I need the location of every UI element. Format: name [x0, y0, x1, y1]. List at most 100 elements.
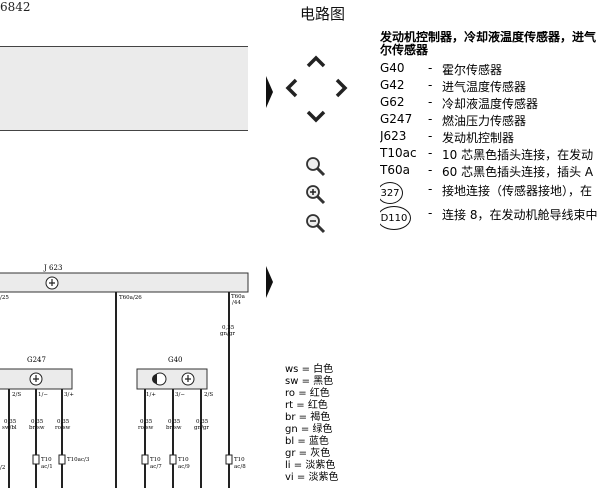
equals-sign: = — [298, 412, 308, 423]
chevron-right-icon — [335, 78, 348, 98]
legend-desc: 60 芯黑色插头连接，插头 A — [442, 165, 594, 179]
wire-gauge: 0,35 — [222, 325, 235, 331]
wire-gauge: 0,35 — [31, 419, 44, 425]
color-code-row: sw = 黑色 — [285, 376, 338, 388]
chevron-left-icon — [285, 78, 298, 98]
connector-label: T10 — [178, 457, 189, 463]
chevron-down-icon — [306, 110, 326, 123]
legend-title: 发动机控制器，冷却液温度传感器，进气 尔传感器 — [380, 31, 607, 57]
legend-code: T10ac — [380, 146, 417, 160]
g247-label: G247 — [27, 356, 46, 364]
zoom-out-button[interactable] — [304, 212, 326, 234]
connector-label: ac/1 — [41, 464, 53, 470]
legend-code: G247 — [380, 112, 413, 126]
color-code: gr — [285, 448, 296, 459]
wire-gauge: 0,35 — [196, 419, 209, 425]
equals-sign: = — [298, 448, 308, 459]
legend-desc: 连接 8，在发动机舱导线束中 — [442, 208, 598, 222]
wire-color: gn/gr — [194, 425, 209, 431]
legend-desc: 进气温度传感器 — [442, 80, 527, 94]
equals-sign: = — [293, 460, 303, 471]
legend-code: G42 — [380, 78, 405, 92]
document-id: 6842 — [0, 0, 31, 14]
wire-color: br/sw — [166, 425, 182, 431]
connector-label: ac/9 — [178, 464, 190, 470]
color-name: 红色 — [307, 400, 328, 411]
color-code: ro — [285, 388, 296, 399]
zoom-out-icon — [306, 214, 326, 234]
color-code-row: gr = 灰色 — [285, 448, 338, 460]
legend-desc: 发动机控制器 — [442, 131, 515, 145]
legend-desc: 10 芯黑色插头连接，在发动 — [442, 148, 594, 162]
zoom-fit-button[interactable] — [304, 155, 326, 177]
bus-pin-left: /25 — [0, 295, 9, 301]
wire-gauge: 0,35 — [4, 419, 17, 425]
zoom-in-button[interactable] — [304, 183, 326, 205]
g247-pin: 1/− — [38, 392, 48, 398]
legend-dash: - — [428, 95, 433, 109]
wire-gauge: 0,35 — [168, 419, 181, 425]
g40-pin: 1/+ — [146, 392, 156, 398]
legend-title-line: 尔传感器 — [380, 43, 429, 57]
connector-label: ac/7 — [150, 464, 162, 470]
bus-label: J 623 — [43, 264, 62, 272]
color-name: 褐色 — [310, 412, 331, 423]
g247-pin: 3/+ — [64, 392, 74, 398]
equals-sign: = — [300, 424, 310, 435]
color-code-row: rt = 红色 — [285, 400, 338, 412]
legend-dash: - — [428, 112, 433, 126]
expand-arrow-icon[interactable] — [266, 266, 273, 298]
ground-symbol-mark — [49, 279, 55, 286]
color-name: 灰色 — [310, 448, 331, 459]
legend-dash: - — [428, 146, 433, 160]
connector-label: T10 — [41, 457, 52, 463]
connector-label: ac/8 — [234, 464, 246, 470]
pan-down-button[interactable] — [305, 106, 327, 128]
connector-label: T10 — [150, 457, 161, 463]
g40-pin: 2/S — [204, 392, 213, 398]
legend-desc: 冷却液温度传感器 — [442, 97, 539, 111]
equals-sign: = — [298, 388, 307, 399]
wire-color: gn/gr — [220, 331, 235, 337]
color-code: bl — [285, 436, 295, 447]
legend-desc: 接地连接（传感器接地），在 — [442, 184, 593, 198]
legend-list: G40 - 霍尔传感器 G42 - 进气温度传感器 G62 - 冷却液温度传感器… — [380, 61, 607, 231]
color-code: rt — [285, 400, 294, 411]
color-name: 黑色 — [313, 376, 334, 387]
equals-sign: = — [296, 472, 306, 483]
color-code-row: vi = 淡紫色 — [285, 472, 338, 484]
chevron-up-icon — [306, 55, 326, 68]
wire-color: ro/sw — [55, 425, 71, 431]
connector-label: T10ac/3 — [67, 457, 90, 463]
color-code-row: ro = 红色 — [285, 388, 338, 400]
wire-color: br/sw — [29, 425, 45, 431]
pan-right-button[interactable] — [331, 77, 353, 99]
magnifier-icon — [306, 157, 326, 177]
equals-sign: = — [301, 364, 310, 375]
wire-color-key: ws = 白色 sw = 黑色 ro = 红色 rt = 红色 br = 褐色 … — [285, 364, 338, 484]
legend-code: G62 — [380, 95, 405, 109]
connector-label: T10 — [234, 457, 245, 463]
color-name: 淡紫色 — [308, 472, 339, 483]
ground-point-circle: 327 — [380, 182, 403, 204]
expand-arrow-icon[interactable] — [266, 76, 273, 108]
legend-dash: - — [428, 163, 433, 177]
color-name: 红色 — [309, 388, 330, 399]
color-code-row: br = 褐色 — [285, 412, 338, 424]
j623-bus-bar — [0, 272, 249, 293]
legend-dash: - — [428, 61, 433, 75]
pan-up-button[interactable] — [305, 50, 327, 72]
wiring-schematic: J 623 /25 T60a/26 T60a /44 0,35 gn/gr G2… — [0, 264, 249, 488]
color-name: 绿色 — [312, 424, 333, 435]
legend-title-line: 发动机控制器，冷却液温度传感器，进气 — [380, 31, 597, 44]
pan-left-button[interactable] — [280, 77, 302, 99]
wire-color: ro/sw — [138, 425, 154, 431]
legend-desc: 霍尔传感器 — [442, 63, 503, 77]
legend-code: G40 — [380, 61, 405, 75]
equals-sign: = — [301, 376, 310, 387]
color-code-row: bl = 蓝色 — [285, 436, 338, 448]
page-title: 电路图 — [300, 5, 346, 23]
color-code-row: gn = 绿色 — [285, 424, 338, 436]
legend-dash: - — [428, 206, 433, 220]
color-code: sw — [285, 376, 299, 387]
